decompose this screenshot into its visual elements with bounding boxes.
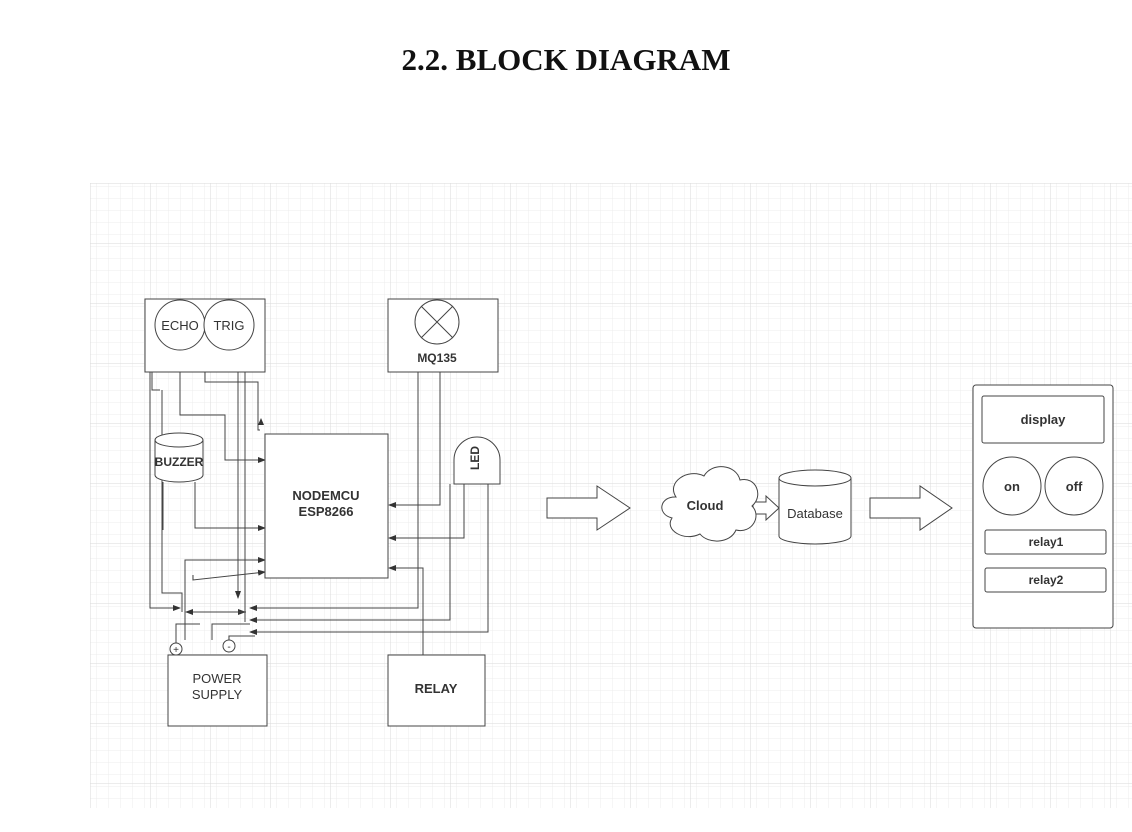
cloud: Cloud [661, 466, 759, 542]
led-label: LED [468, 446, 482, 470]
buzzer-label: BUZZER [155, 455, 204, 469]
mq135-label: MQ135 [417, 351, 457, 365]
led: LED [453, 436, 501, 485]
mcu-label-line1: NODEMCU [292, 488, 359, 503]
power-minus-label: - [227, 642, 230, 653]
power-label-line2: SUPPLY [192, 687, 243, 702]
power-supply: + - POWER SUPPLY [167, 639, 268, 727]
buzzer: BUZZER [154, 432, 204, 483]
mq135-sensor: MQ135 [387, 298, 499, 373]
off-button[interactable] [1044, 456, 1104, 516]
cloud-label: Cloud [687, 498, 724, 513]
display-box [981, 395, 1105, 444]
on-button[interactable] [982, 456, 1042, 516]
mcu-label-line2: ESP8266 [299, 504, 354, 519]
display-label: display [1021, 412, 1067, 427]
sensor-cross-icon [420, 305, 454, 339]
relay-block: RELAY [387, 654, 486, 727]
app-panel: display on off relay1 relay2 [972, 384, 1114, 629]
nodemcu-block: NODEMCU ESP8266 [264, 433, 389, 579]
relay2-label: relay2 [1029, 573, 1064, 587]
echo-label: ECHO [161, 318, 199, 333]
database-label: Database [787, 506, 843, 521]
power-plus-label: + [173, 645, 179, 656]
on-label: on [1004, 479, 1020, 494]
wires [149, 372, 489, 655]
arrow-icon [869, 485, 953, 531]
trig-label: TRIG [213, 318, 244, 333]
off-label: off [1066, 479, 1083, 494]
page-title: 2.2. BLOCK DIAGRAM [401, 42, 731, 77]
arrow-icon [546, 485, 631, 531]
trig-circle [203, 299, 255, 351]
database: Database [778, 469, 852, 545]
relay1-label: relay1 [1029, 535, 1064, 549]
relay1-button[interactable] [984, 529, 1107, 555]
relay2-button[interactable] [984, 567, 1107, 593]
power-label-line1: POWER [192, 671, 241, 686]
relay-label: RELAY [415, 681, 458, 696]
ultrasonic-sensor: ECHO TRIG [144, 298, 266, 373]
